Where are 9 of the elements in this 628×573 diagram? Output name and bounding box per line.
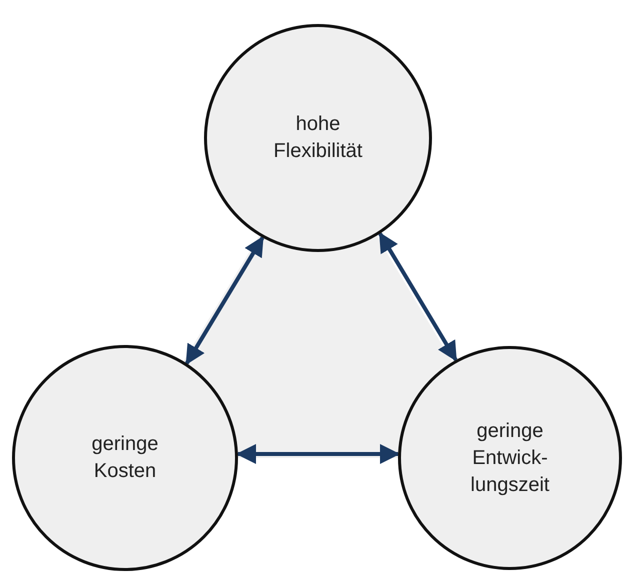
circle-node bbox=[12, 345, 238, 571]
node-label: geringe Kosten bbox=[90, 432, 160, 484]
circle-node bbox=[204, 24, 432, 252]
node-label: hohe Flexibilität bbox=[272, 112, 364, 164]
double-arrow bbox=[236, 444, 400, 464]
double-arrow bbox=[185, 236, 264, 366]
circle-node bbox=[398, 346, 622, 570]
node-label: geringe Entwick- lungszeit bbox=[470, 418, 550, 498]
double-arrow bbox=[378, 232, 458, 362]
